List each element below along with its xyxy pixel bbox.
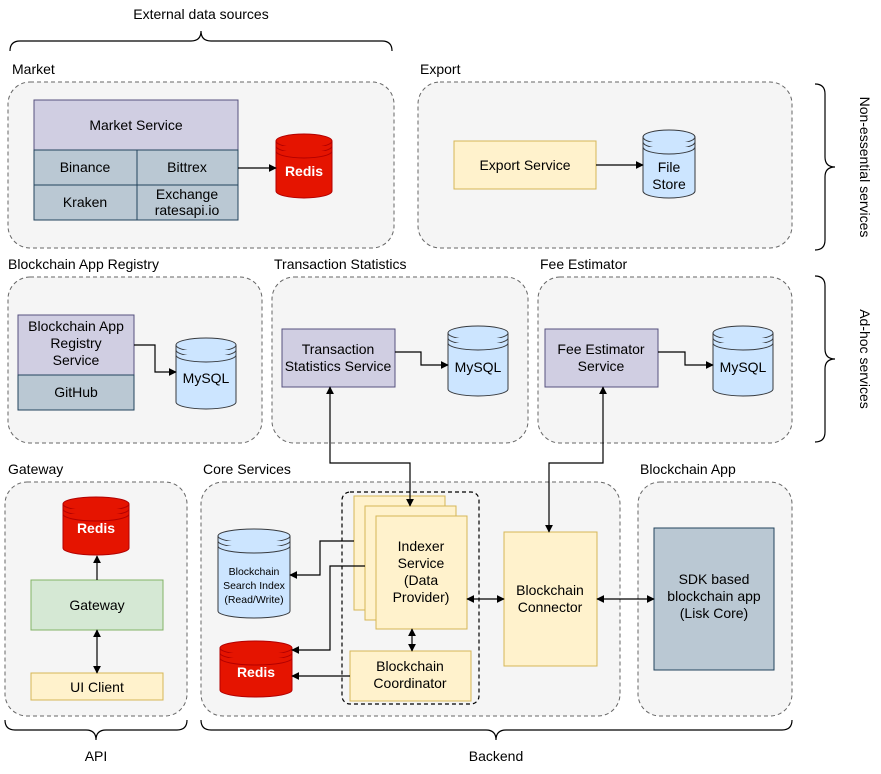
exchange-label-1: Exchange [156,186,218,202]
coordinator-label-2: Coordinator [373,675,446,691]
search-index-label-2: Search Index [223,580,286,592]
edge-indexer-to-redis [291,565,365,654]
connector-box[interactable]: Blockchain Connector [503,531,598,667]
export-service-box[interactable]: Export Service [453,140,597,190]
indexer-label-3: (Data [404,572,438,588]
exchange-cell [136,184,239,221]
gateway-redis-label: Redis [77,520,115,536]
ui-client-label: UI Client [70,679,124,695]
external-sources-brace [9,30,393,52]
backend-brace [200,719,793,741]
registry-service-box[interactable]: Blockchain App Registry Service GitHub [17,314,135,411]
file-store-label-1: File [658,159,681,175]
edge-fee-to-mysql [658,351,714,369]
core-redis-db[interactable]: Redis [219,640,293,698]
registry-mysql-db[interactable]: MySQL [175,337,237,410]
txstats-mysql-label: MySQL [455,359,502,375]
connector-label-2: Connector [518,599,583,615]
fee-label-1: Fee Estimator [557,341,644,357]
file-store-db[interactable]: File Store [642,129,696,199]
gateway-label: Gateway [69,597,124,613]
gateway-box[interactable]: Gateway [30,579,164,631]
txstats-label-2: Statistics Service [285,358,392,374]
api-brace [4,719,188,741]
gateway-group-label: Gateway [8,461,63,477]
indexer-label-1: Indexer [398,538,445,554]
kraken-label: Kraken [63,194,107,210]
registry-group-label: Blockchain App Registry [8,256,159,272]
file-store-label-2: Store [652,176,686,192]
core-redis-label: Redis [237,664,275,680]
core-group-label: Core Services [203,461,291,477]
search-index-label-1: Blockchain [229,566,280,578]
indexer-service-box[interactable]: Indexer Service (Data Provider) [375,515,468,630]
gateway-redis-db[interactable]: Redis [62,496,130,556]
txstats-service-box[interactable]: Transaction Statistics Service [281,328,396,388]
registry-label-1: Blockchain App [28,318,124,334]
sdk-label-2: blockchain app [667,588,761,604]
api-label: API [85,748,108,764]
ui-client-box[interactable]: UI Client [30,672,164,701]
binance-label: Binance [60,159,111,175]
market-redis-label: Redis [285,163,323,179]
coordinator-box[interactable]: Blockchain Coordinator [349,650,472,702]
market-redis-db[interactable]: Redis [275,133,333,199]
bittrex-label: Bittrex [167,159,207,175]
external-sources-label: External data sources [133,6,268,22]
ad-hoc-brace [814,275,836,443]
sdk-app-box[interactable]: SDK based blockchain app (Lisk Core) [653,527,775,671]
txstats-label-1: Transaction [302,341,375,357]
kraken-cell [33,184,138,221]
indexer-label-2: Service [398,555,445,571]
exchange-label-2: ratesapi.io [155,202,220,218]
non-essential-label: Non-essential services [857,97,873,238]
ad-hoc-label: Ad-hoc services [857,309,873,409]
app-group-label: Blockchain App [640,461,736,477]
edge-indexer-to-search [289,540,354,579]
export-service-label: Export Service [479,157,570,173]
fee-service-box[interactable]: Fee Estimator Service [544,328,659,388]
market-group-label: Market [12,61,55,77]
sdk-label-1: SDK based [679,571,750,587]
txstats-group-label: Transaction Statistics [274,256,407,272]
market-service-table[interactable]: Market Service Binance Bittrex Kraken Ex… [33,99,239,221]
registry-mysql-label: MySQL [183,370,230,386]
edge-txstats-to-mysql [395,351,449,369]
fee-mysql-db[interactable]: MySQL [712,325,774,397]
github-cell [17,374,135,411]
fee-mysql-label: MySQL [720,359,767,375]
search-index-label-3: (Read/Write) [224,594,283,606]
non-essential-brace [814,83,836,251]
binance-cell [33,149,138,186]
fee-label-2: Service [578,358,625,374]
txstats-mysql-db[interactable]: MySQL [447,325,509,397]
search-index-db[interactable]: Blockchain Search Index (Read/Write) [217,528,291,619]
fee-group-label: Fee Estimator [540,256,627,272]
edge-registry-to-mysql [134,344,177,376]
registry-label-2: Registry [50,335,101,351]
export-group-label: Export [420,61,461,77]
bittrex-cell [136,149,239,186]
backend-label: Backend [469,748,523,764]
edge-txstats-indexer [326,386,414,507]
connector-label-1: Blockchain [516,582,584,598]
edge-fee-connector [545,386,607,533]
registry-label-3: Service [53,352,100,368]
sdk-label-3: (Lisk Core) [680,605,748,621]
github-label: GitHub [54,384,98,400]
indexer-label-4: Provider) [393,589,450,605]
coordinator-label-1: Blockchain [376,658,444,674]
market-service-label: Market Service [89,117,183,133]
